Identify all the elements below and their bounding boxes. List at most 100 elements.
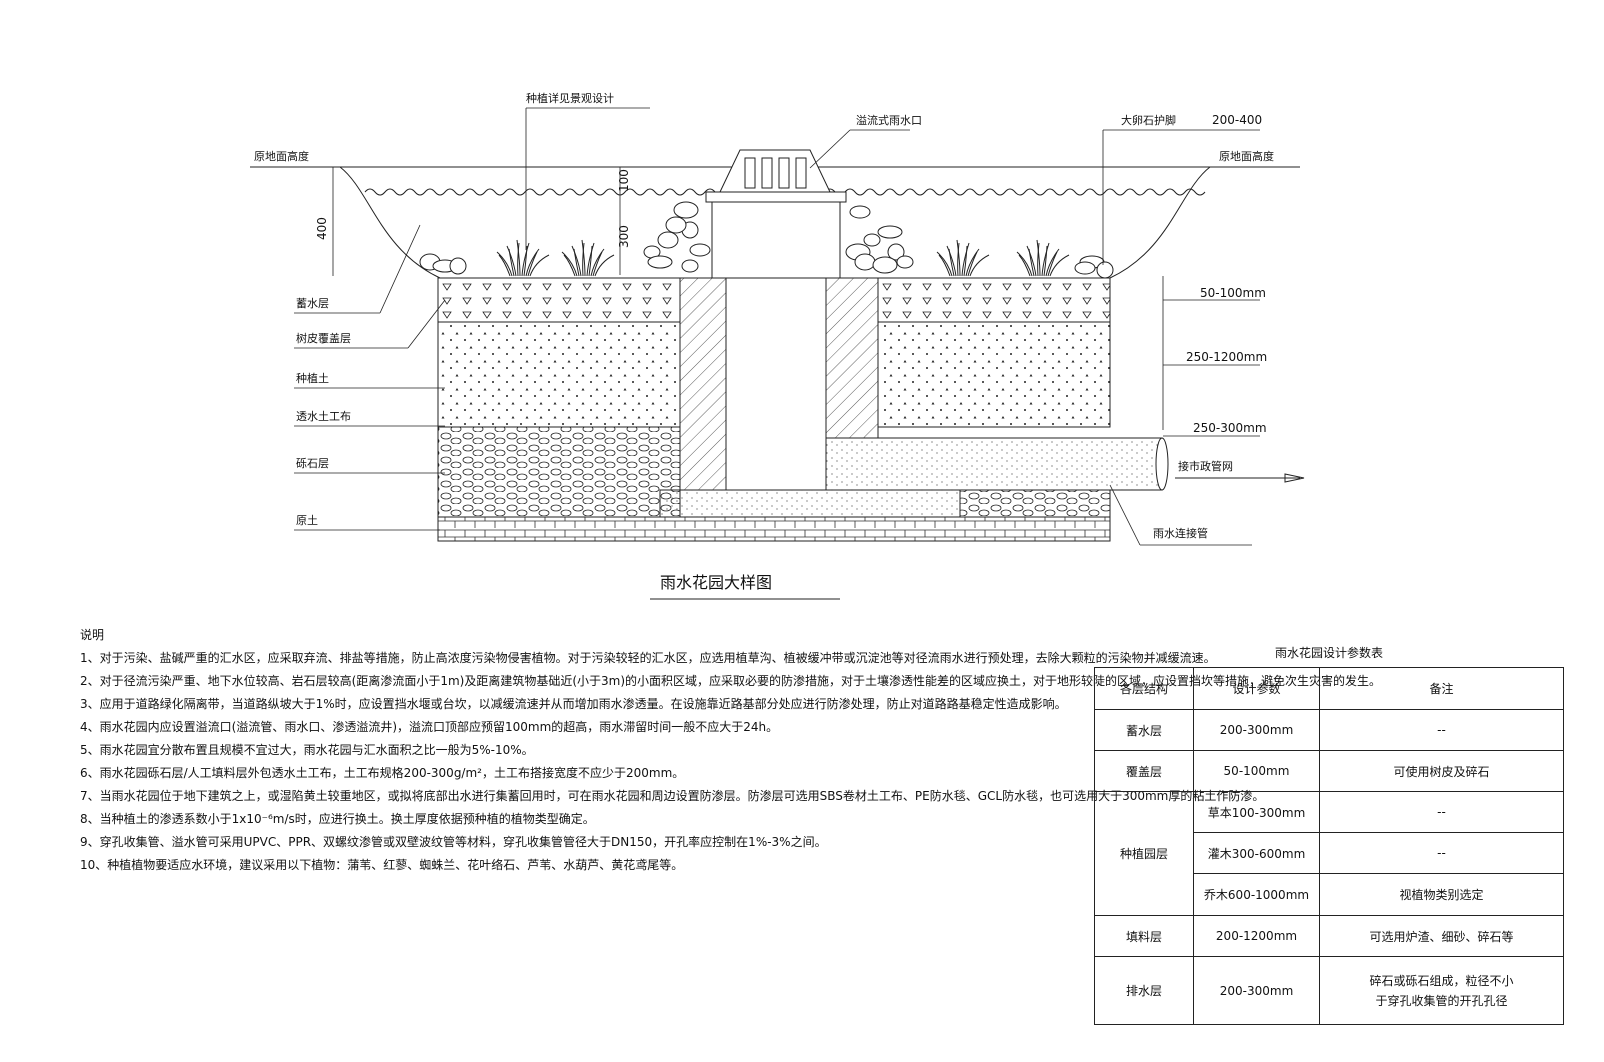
note-item: 1、对于污染、盐碱严重的汇水区，应采取弃流、排盐等措施，防止高浓度污染物侵害植物… — [80, 651, 1216, 665]
cell-param: 200-300mm — [1193, 956, 1320, 1025]
grass-blade — [965, 248, 980, 277]
cell-layer: 蓄水层 — [1094, 709, 1194, 751]
soil-layer-left — [437, 321, 681, 428]
grass-blade — [956, 239, 961, 277]
grass-plants — [496, 239, 1070, 277]
cobble-stone — [673, 201, 699, 219]
label-soil: 种植土 — [296, 371, 329, 385]
grass-blade — [1043, 245, 1048, 277]
grass-blade — [563, 254, 576, 277]
cell-note: 可使用树皮及碎石 — [1319, 750, 1564, 792]
label-planting: 种植详见景观设计 — [526, 91, 614, 105]
cobble-stone — [657, 231, 679, 249]
note-item: 7、当雨水花园位于地下建筑之上，或湿陷黄土较重地区，或拟将底部出水进行集蓄回用时… — [80, 789, 1265, 803]
grass-blade — [961, 242, 970, 277]
cell-note-line: 碎石或砾石组成，粒径不小 — [1369, 973, 1514, 988]
header-layer: 各层结构 — [1094, 667, 1194, 710]
dim-400: 400 — [315, 217, 329, 240]
grass-blade — [946, 245, 957, 277]
label-orig-ground-right: 原地面高度 — [1219, 149, 1274, 163]
cobble-stone — [872, 256, 898, 274]
mulch-layer-right — [877, 277, 1111, 323]
inlet-chamber — [725, 277, 827, 491]
inlet-wall-right — [825, 277, 879, 439]
grass-blade — [1018, 254, 1031, 277]
inlet-wall-left — [679, 277, 727, 491]
grass-blade — [516, 239, 521, 277]
note-item: 6、雨水花园砾石层/人工填料层外包透水土工布，土工布规格200-300g/m²，… — [80, 766, 685, 780]
table-row: 种植园层 草本100-300mm -- — [1094, 791, 1564, 916]
notes-heading: 说明 — [80, 628, 105, 642]
grass-blade — [592, 251, 603, 277]
table-row: 填料层 200-1200mm 可选用炉渣、细砂、碎石等 — [1094, 915, 1564, 957]
cell-param: 200-1200mm — [1193, 915, 1320, 957]
cobble-stone — [854, 253, 876, 271]
note-item: 2、对于径流污染严重、地下水位较高、岩石层较高(距离渗流面小于1m)及距离建筑物… — [80, 674, 1382, 688]
cell-param: 50-100mm — [1193, 750, 1320, 792]
grass-blade — [498, 254, 511, 277]
cell-layer: 覆盖层 — [1094, 750, 1194, 792]
header-param: 设计参数 — [1193, 667, 1320, 710]
table-row: 蓄水层 200-300mm -- — [1094, 709, 1564, 751]
grass-blade — [521, 242, 530, 277]
cobble-stone — [896, 255, 914, 269]
rain-garden-section-drawing: 种植详见景观设计 溢流式雨水口 大卵石护脚 200-400 原地面高度 原地面高… — [250, 91, 1305, 600]
cobble-stone — [665, 216, 687, 234]
cell-layer: 填料层 — [1094, 915, 1194, 957]
grass-blade — [1036, 239, 1041, 277]
grass-blade — [1026, 245, 1037, 277]
design-parameter-table: 各层结构 设计参数 备注 蓄水层 200-300mm -- 覆盖层 50-100… — [1094, 667, 1564, 1025]
grass-blade — [936, 251, 953, 277]
cobble-stone — [681, 259, 699, 273]
grate-slots — [744, 157, 807, 189]
note-item: 5、雨水花园宜分散布置且规模不宜过大，雨水花园与汇水面积之比一般为5%-10%。 — [80, 743, 534, 757]
label-gravel: 砾石层 — [296, 457, 329, 470]
soil-layer-right — [877, 321, 1111, 428]
note-item: 8、当种植土的渗透系数小于1x10⁻⁶m/s时，应进行换土。换土厚度依据预种植的… — [80, 812, 595, 826]
label-orig-ground-left: 原地面高度 — [254, 149, 309, 163]
label-to-sewer: 接市政管网 — [1178, 459, 1233, 473]
cell-param: 灌木300-600mm — [1193, 832, 1320, 874]
grass-blade — [496, 251, 513, 277]
cobble-stone — [1096, 261, 1114, 279]
basin-outline — [339, 166, 1211, 279]
flow-arrow-head — [1284, 473, 1305, 483]
grass-blade — [590, 248, 605, 277]
grass-blade — [571, 245, 582, 277]
grass-blade — [963, 245, 968, 277]
drawing-title: 雨水花园大样图 — [660, 573, 773, 592]
sand-bed — [659, 489, 961, 518]
grass-blade — [523, 245, 528, 277]
native-soil-layer — [437, 516, 1111, 542]
grass-blade — [588, 245, 593, 277]
cobble-stone — [1074, 261, 1096, 275]
cobble-stone — [849, 205, 871, 219]
overflow-grate — [719, 149, 831, 193]
dim-250-1200: 250-1200mm — [1186, 350, 1267, 364]
cobble-stone — [887, 243, 905, 261]
grass-blade — [506, 245, 517, 277]
grass-blade — [561, 251, 578, 277]
outlet-pipe — [825, 437, 1163, 491]
label-overflow-inlet: 溢流式雨水口 — [856, 113, 922, 127]
cobble-stone — [647, 255, 673, 269]
grass-blade — [525, 248, 540, 277]
grass-blade — [1037, 242, 1040, 277]
cell-note: 视植物类别选定 — [1319, 873, 1564, 916]
cell-layer: 排水层 — [1094, 956, 1194, 1025]
grass-blade — [938, 254, 951, 277]
table-row: 乔木600-1000mm 视植物类别选定 — [1095, 873, 1564, 916]
dim-100: 100 — [617, 169, 631, 192]
cell-note: -- — [1319, 832, 1564, 874]
dim-250-300: 250-300mm — [1193, 421, 1267, 435]
label-mulch: 树皮覆盖层 — [296, 331, 351, 345]
grass-blade — [1041, 242, 1050, 277]
design-notes: 说明 1、对于污染、盐碱严重的汇水区，应采取弃流、排盐等措施，防止高浓度污染物侵… — [80, 624, 1382, 877]
dim-50-100: 50-100mm — [1200, 286, 1266, 300]
cell-param: 乔木600-1000mm — [1193, 873, 1320, 916]
cell-note: -- — [1319, 709, 1564, 751]
grass-blade — [517, 242, 520, 277]
table-row: 排水层 200-300mm 碎石或砾石组成，粒径不小 于穿孔收集管的开孔孔径 — [1094, 956, 1564, 1025]
overflow-riser — [705, 191, 847, 203]
cell-layer: 种植园层 — [1094, 791, 1194, 916]
